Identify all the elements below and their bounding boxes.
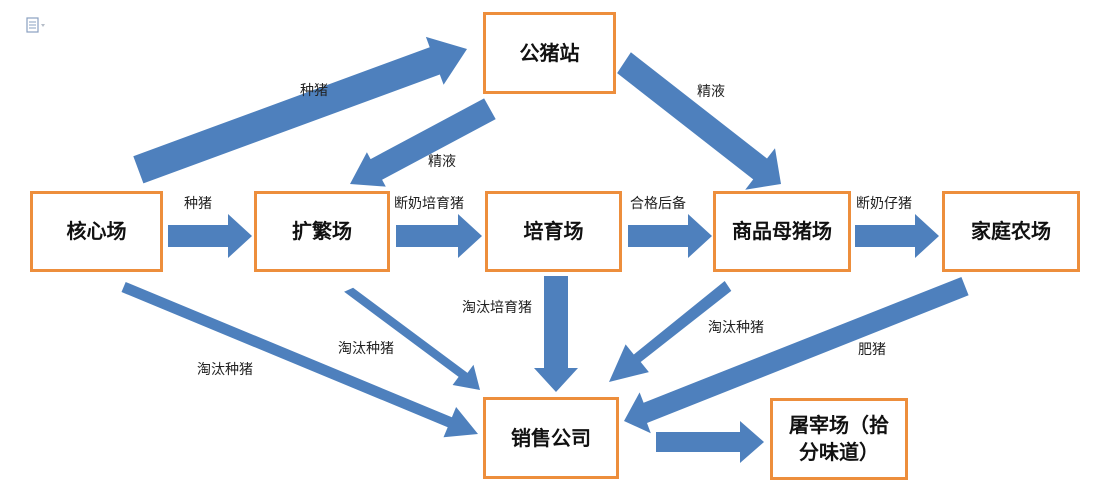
node-slaughterhouse: 屠宰场（拾分味道） [770,398,908,480]
node-multiply-farm: 扩繁场 [254,191,390,272]
arrow-sales-to-slaughterhouse [656,421,764,463]
edge-label-family-to-sales: 肥猪 [858,342,886,358]
node-core-farm: 核心场 [30,191,163,272]
arrow-boar-station-to-multiply [350,98,496,187]
arrow-core-to-sales [121,282,478,438]
node-breeding-farm: 培育场 [485,191,622,272]
arrow-sow-farm-to-family-farm [855,214,939,258]
edge-label-core-to-multiply: 种猪 [184,196,212,212]
arrow-breeding-to-sales [534,276,578,392]
arrow-multiply-to-breeding [396,214,482,258]
edge-label-sow-to-sales: 淘汰种猪 [708,320,764,336]
arrow-core-to-multiply [168,214,252,258]
arrow-core-to-boar-station [133,36,468,184]
arrow-family-farm-to-sales [624,277,969,434]
edge-label-boar-to-multiply: 精液 [428,154,456,170]
edge-label-core-to-sales: 淘汰种猪 [197,362,253,378]
node-sow-farm: 商品母猪场 [713,191,851,272]
edge-label-multiply-to-sales: 淘汰种猪 [338,341,394,357]
edge-label-breeding-to-sow: 合格后备 [630,196,686,212]
arrow-breeding-to-sow-farm [628,214,712,258]
document-icon[interactable] [26,17,46,35]
arrow-sow-farm-to-sales [609,281,732,382]
edge-label-core-to-boar: 种猪 [300,83,328,99]
arrow-boar-station-to-sow-farm [617,52,781,190]
chevron-down-icon [41,24,45,27]
edge-label-multiply-to-breeding: 断奶培育猪 [394,196,464,212]
node-sales-company: 销售公司 [483,397,619,479]
edge-label-boar-to-sow: 精液 [697,84,725,100]
node-boar-station: 公猪站 [483,12,616,94]
edge-label-sow-to-family: 断奶仔猪 [856,196,912,212]
node-family-farm: 家庭农场 [942,191,1080,272]
arrow-multiply-to-sales [344,287,480,390]
edge-label-breeding-to-sales: 淘汰培育猪 [462,300,532,316]
